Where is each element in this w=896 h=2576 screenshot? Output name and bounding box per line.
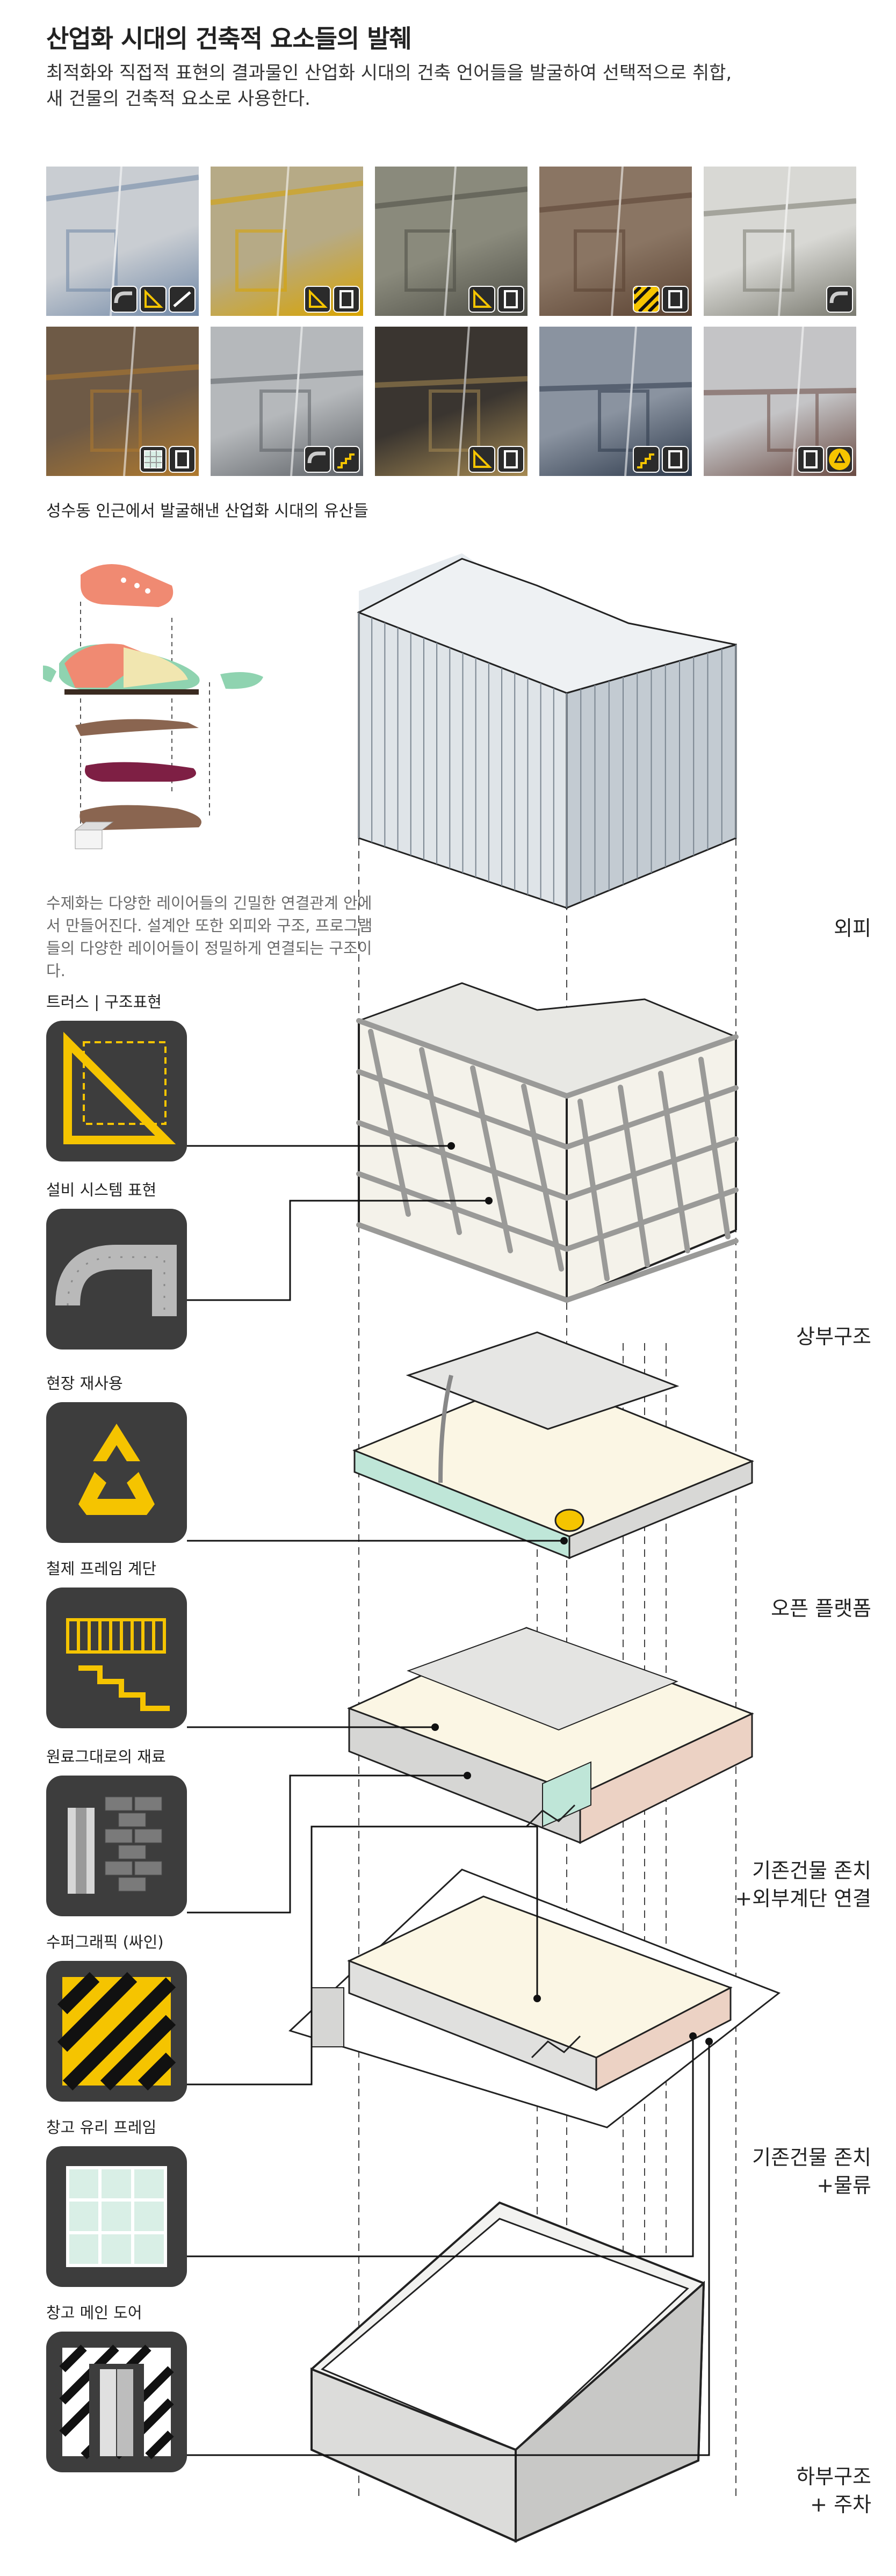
- truss-member: [356, 1018, 569, 1099]
- site-photo: [211, 327, 363, 476]
- truss-icon: [46, 1021, 187, 1161]
- element-label: 설비 시스템 표현: [46, 1181, 157, 1199]
- glass-icon: [140, 446, 167, 473]
- duct-icon: [46, 1209, 187, 1350]
- truss-member: [356, 1222, 569, 1303]
- truss-member: [698, 1057, 731, 1239]
- element-label: 창고 유리 프레임: [46, 2118, 157, 2137]
- truss-member: [564, 1238, 739, 1303]
- frame-icon: [662, 446, 689, 473]
- layer-superstructure: [356, 982, 739, 1303]
- truss-member: [577, 1099, 610, 1281]
- truss-member: [521, 1084, 564, 1272]
- element-label: 철제 프레임 계단: [46, 1560, 157, 1578]
- site-photo: [704, 167, 856, 316]
- truss-member: [368, 1029, 411, 1217]
- stripe-icon: [633, 286, 660, 313]
- layer-label: 기존건물 존치 +외부계단 연결: [735, 1857, 871, 1913]
- shoe-midsole: [85, 762, 196, 782]
- duct-icon: [111, 286, 138, 313]
- element-label: 현장 재사용: [46, 1374, 123, 1392]
- main-door-icon: [46, 2332, 187, 2472]
- frame-icon: [169, 446, 196, 473]
- site-photo: [46, 327, 199, 476]
- element-label: 원료그대로의 재료: [46, 1748, 166, 1766]
- frame-icon: [797, 446, 824, 473]
- site-photo: [375, 327, 528, 476]
- site-photo: [539, 327, 692, 476]
- recycle-icon: [826, 446, 853, 473]
- layer-existing-stair: [347, 1627, 754, 1844]
- layer-label-line2: + 주차: [810, 2493, 871, 2516]
- leader-dots: [431, 1142, 713, 2045]
- layer-label-line2: +외부계단 연결: [735, 1887, 871, 1910]
- stair-icon: [46, 1588, 187, 1728]
- duct-icon: [304, 446, 331, 473]
- element-label: 트러스 | 구조표현: [46, 993, 162, 1011]
- raw-material-icon: [46, 1776, 187, 1916]
- shoe-assembled: [59, 644, 200, 695]
- layer-label: 상부구조: [796, 1323, 871, 1351]
- door-icon: [169, 286, 196, 313]
- shoe-insole: [75, 719, 199, 736]
- truss-icon: [304, 286, 331, 313]
- element-label: 수퍼그래픽 (싸인): [46, 1933, 164, 1951]
- layer-open-platform: [352, 1331, 754, 1560]
- leader-lines: [187, 1145, 710, 2456]
- truss-icon: [140, 286, 167, 313]
- layer-label: 외피: [834, 914, 871, 942]
- layer-label-line1: 외피: [834, 917, 871, 940]
- truss-icon: [468, 286, 495, 313]
- truss-member: [564, 1187, 739, 1252]
- recycle-icon: [46, 1402, 187, 1543]
- frame-icon: [497, 446, 524, 473]
- duct-icon: [826, 286, 853, 313]
- layer-label-line2: +물류: [816, 2174, 871, 2197]
- layer-substructure: [310, 2201, 705, 2543]
- truss-member: [658, 1071, 690, 1253]
- layer-facade: [357, 553, 737, 910]
- concept-description: 수제화는 다양한 레이어들의 긴밀한 연결관계 안에서 만들어진다. 설계안 또…: [46, 894, 373, 980]
- stair-icon: [633, 446, 660, 473]
- shoe-upper-top: [81, 564, 174, 607]
- shoe-layers-illustration: [43, 564, 263, 849]
- truss-icon: [468, 446, 495, 473]
- frame-icon: [333, 286, 360, 313]
- site-photo: [704, 327, 856, 476]
- site-photo: [539, 167, 692, 316]
- supergraphic-icon: [46, 1961, 187, 2102]
- layer-label: 하부구조 + 주차: [796, 2463, 871, 2519]
- subtitle-line-1: 최적화와 직접적 표현의 결과물인 산업화 시대의 건축 언어들을 발굴하여 선…: [46, 62, 732, 84]
- layer-label-line1: 오픈 플랫폼: [771, 1597, 871, 1620]
- photo-grid-caption: 성수동 인근에서 발굴해낸 산업화 시대의 유산들: [46, 502, 368, 521]
- page-subtitle: 최적화와 직접적 표현의 결과물인 산업화 시대의 건축 언어들을 발굴하여 선…: [46, 60, 884, 112]
- truss-member: [618, 1085, 650, 1267]
- layer-label-line1: 기존건물 존치: [752, 1859, 871, 1882]
- truss-member: [470, 1065, 513, 1253]
- layer-label-line1: 기존건물 존치: [752, 2146, 871, 2169]
- frame-icon: [662, 286, 689, 313]
- truss-member: [356, 1171, 569, 1252]
- stair-icon: [333, 446, 360, 473]
- truss-member: [564, 1034, 739, 1099]
- site-photo: [46, 167, 199, 316]
- truss-member: [419, 1047, 462, 1235]
- layer-label: 기존건물 존치 +물류: [752, 2144, 871, 2199]
- page-title: 산업화 시대의 건축적 요소들의 발췌: [46, 24, 412, 53]
- shoe-side-piece: [220, 672, 263, 689]
- frame-icon: [497, 286, 524, 313]
- glass-frame-icon: [46, 2146, 187, 2287]
- site-photo: [375, 167, 528, 316]
- site-photo: [211, 167, 363, 316]
- layer-label: 오픈 플랫폼: [771, 1594, 871, 1622]
- layer-label-line1: 하부구조: [796, 2465, 871, 2488]
- subtitle-line-2: 새 건물의 건축적 요소로 사용한다.: [46, 88, 310, 110]
- element-label: 창고 메인 도어: [46, 2304, 142, 2322]
- layer-label-line1: 상부구조: [796, 1325, 871, 1348]
